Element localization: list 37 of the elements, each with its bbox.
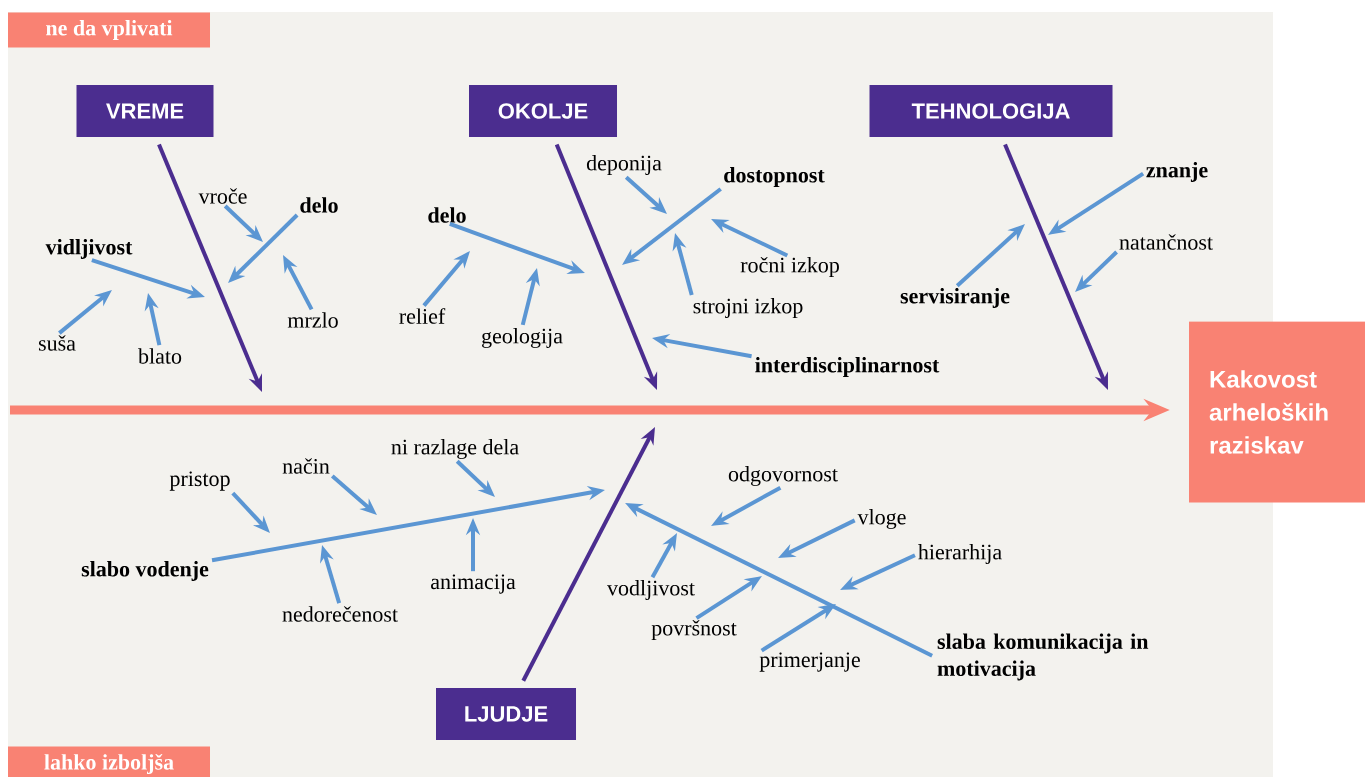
cause-label: mrzlo xyxy=(287,312,338,328)
cause-label: dostopnost xyxy=(724,167,825,187)
tag-box: ne da vplivati xyxy=(8,12,210,48)
cause-label: delo xyxy=(300,197,338,213)
cause-label: površnost xyxy=(651,620,737,640)
category-box: TEHNOLOGIJA xyxy=(869,85,1113,137)
cause-label: način xyxy=(282,458,330,474)
cause-label: geologija xyxy=(482,328,563,348)
cause-label: blato xyxy=(138,348,182,364)
cause-label: servisiranje xyxy=(900,288,1010,308)
cause-label: vodljivost xyxy=(607,580,695,600)
cause-label: animacija xyxy=(431,574,516,594)
cause-label: vroče xyxy=(198,188,247,204)
category-box: OKOLJE xyxy=(469,85,617,137)
cause-label: suša xyxy=(38,335,76,351)
cause-label: slaba komunikacija in motivacija xyxy=(937,633,1149,681)
cause-label: vidljivost xyxy=(45,239,133,259)
cause-label: nedorečenost xyxy=(282,606,398,622)
cause-label: ročni izkop xyxy=(740,257,839,277)
cause-label: odgovornost xyxy=(728,466,838,486)
cause-label: delo xyxy=(428,207,466,223)
cause-label: ni razlage dela xyxy=(391,439,519,459)
cause-label: primerjanje xyxy=(759,652,860,672)
cause-label: hierarhija xyxy=(918,544,1002,564)
cause-label: pristop xyxy=(169,471,230,491)
cause-label: relief xyxy=(399,308,446,324)
cause-label: deponija xyxy=(586,155,662,175)
cause-label: interdisciplinarnost xyxy=(755,357,940,377)
effect-box: Kakovost arheloških raziskav xyxy=(1189,321,1365,503)
cause-label: strojni izkop xyxy=(693,298,803,318)
category-box: VREME xyxy=(76,85,214,137)
category-box: LJUDJE xyxy=(436,688,576,740)
cause-label: vloge xyxy=(857,509,906,529)
cause-label: slabo vodenje xyxy=(81,561,209,581)
tag-box: lahko izboljša xyxy=(8,746,210,777)
cause-label: znanje xyxy=(1146,162,1208,182)
cause-label: natančnost xyxy=(1119,234,1213,250)
